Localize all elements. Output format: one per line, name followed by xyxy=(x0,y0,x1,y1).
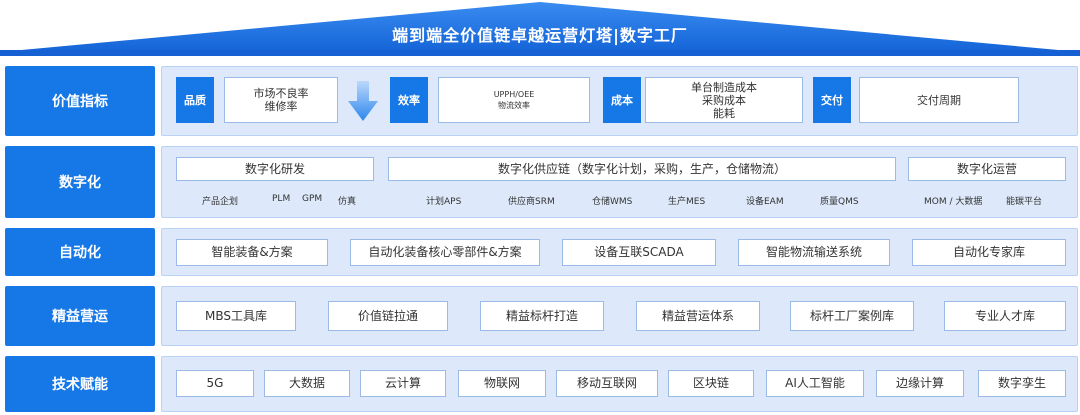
tag-delivery: 交付 xyxy=(813,77,851,123)
tech-item: 云计算 xyxy=(360,370,446,397)
cost-box: 单台制造成本 采购成本 能耗 xyxy=(645,77,803,123)
automation-item: 智能物流输送系统 xyxy=(738,239,890,266)
lean-item: 价值链拉通 xyxy=(328,301,448,331)
efficiency-line-2: 物流效率 xyxy=(498,101,530,110)
automation-item: 自动化装备核心零部件&方案 xyxy=(350,239,540,266)
row-value-metrics: 价值指标 品质 市场不良率 维修率 效率 UPPH/OEE 物流效率 成本 单台… xyxy=(5,66,1078,136)
automation-item: 设备互联SCADA xyxy=(562,239,716,266)
automation-item: 智能装备&方案 xyxy=(176,239,328,266)
row-label: 数字化 xyxy=(5,146,155,218)
lean-item: 精益营运体系 xyxy=(636,301,760,331)
tech-item: 物联网 xyxy=(458,370,546,397)
lean-item: 精益标杆打造 xyxy=(480,301,604,331)
sub-item: GPM xyxy=(302,194,323,204)
sub-item: 仓储WMS xyxy=(592,197,633,207)
row-panel: 数字化研发 数字化供应链（数字化计划，采购，生产，仓储物流） 数字化运营 产品企… xyxy=(161,146,1078,218)
tech-item: 5G xyxy=(176,370,254,397)
tech-item: AI人工智能 xyxy=(766,370,864,397)
row-panel: 品质 市场不良率 维修率 效率 UPPH/OEE 物流效率 成本 单台制造成本 … xyxy=(161,66,1078,136)
tag-cost: 成本 xyxy=(603,77,641,123)
group-title-supply: 数字化供应链（数字化计划，采购，生产，仓储物流） xyxy=(388,157,896,181)
lean-item: 专业人才库 xyxy=(944,301,1066,331)
sub-item: 供应商SRM xyxy=(508,197,555,207)
page-title: 端到端全价值链卓越运营灯塔|数字工厂 xyxy=(392,26,688,45)
row-label: 精益营运 xyxy=(5,286,155,346)
sub-item: 计划APS xyxy=(426,197,462,207)
row-digitalization: 数字化 数字化研发 数字化供应链（数字化计划，采购，生产，仓储物流） 数字化运营… xyxy=(5,146,1078,218)
tech-item: 区块链 xyxy=(668,370,754,397)
efficiency-line-1: UPPH/OEE xyxy=(493,90,535,99)
roof-banner xyxy=(0,2,1080,56)
tech-item: 边缘计算 xyxy=(876,370,964,397)
tech-item: 数字孪生 xyxy=(978,370,1066,397)
tag-efficiency: 效率 xyxy=(390,77,428,123)
row-label: 自动化 xyxy=(5,228,155,276)
row-panel: 智能装备&方案 自动化装备核心零部件&方案 设备互联SCADA 智能物流输送系统… xyxy=(161,228,1078,276)
group-title-ops: 数字化运营 xyxy=(908,157,1066,181)
sub-item: PLM xyxy=(272,194,291,204)
sub-item: 产品企划 xyxy=(202,197,239,207)
delivery-box: 交付周期 xyxy=(859,77,1019,123)
down-arrow-icon xyxy=(348,81,378,121)
sub-item: 能碳平台 xyxy=(1006,197,1043,207)
lean-item: MBS工具库 xyxy=(176,301,296,331)
sub-item: 仿真 xyxy=(338,197,357,207)
efficiency-box: UPPH/OEE 物流效率 xyxy=(438,77,590,123)
tech-item: 大数据 xyxy=(264,370,350,397)
row-lean-operations: 精益营运 MBS工具库 价值链拉通 精益标杆打造 精益营运体系 标杆工厂案例库 … xyxy=(5,286,1078,346)
lean-item: 标杆工厂案例库 xyxy=(790,301,914,331)
automation-item: 自动化专家库 xyxy=(912,239,1066,266)
cost-line-2: 采购成本 xyxy=(702,93,746,107)
sub-item: 设备EAM xyxy=(746,197,784,207)
tech-item: 移动互联网 xyxy=(556,370,658,397)
sub-item: 生产MES xyxy=(668,197,706,207)
tag-quality: 品质 xyxy=(176,77,214,123)
quality-line-2: 维修率 xyxy=(264,100,298,113)
row-panel: MBS工具库 价值链拉通 精益标杆打造 精益营运体系 标杆工厂案例库 专业人才库 xyxy=(161,286,1078,346)
row-panel: 5G 大数据 云计算 物联网 移动互联网 区块链 AI人工智能 边缘计算 数字孪… xyxy=(161,356,1078,412)
delivery-line-1: 交付周期 xyxy=(917,93,961,107)
sub-item: 质量QMS xyxy=(820,197,859,207)
row-automation: 自动化 智能装备&方案 自动化装备核心零部件&方案 设备互联SCADA 智能物流… xyxy=(5,228,1078,276)
sub-item: MOM / 大数据 xyxy=(924,197,983,207)
row-label: 技术赋能 xyxy=(5,356,155,412)
row-label: 价值指标 xyxy=(5,66,155,136)
cost-line-1: 单台制造成本 xyxy=(691,80,757,94)
quality-box: 市场不良率 维修率 xyxy=(224,77,338,123)
cost-line-3: 能耗 xyxy=(713,106,735,120)
row-tech-enablement: 技术赋能 5G 大数据 云计算 物联网 移动互联网 区块链 AI人工智能 边缘计… xyxy=(5,356,1078,412)
group-title-rd: 数字化研发 xyxy=(176,157,374,181)
quality-line-1: 市场不良率 xyxy=(253,87,309,100)
